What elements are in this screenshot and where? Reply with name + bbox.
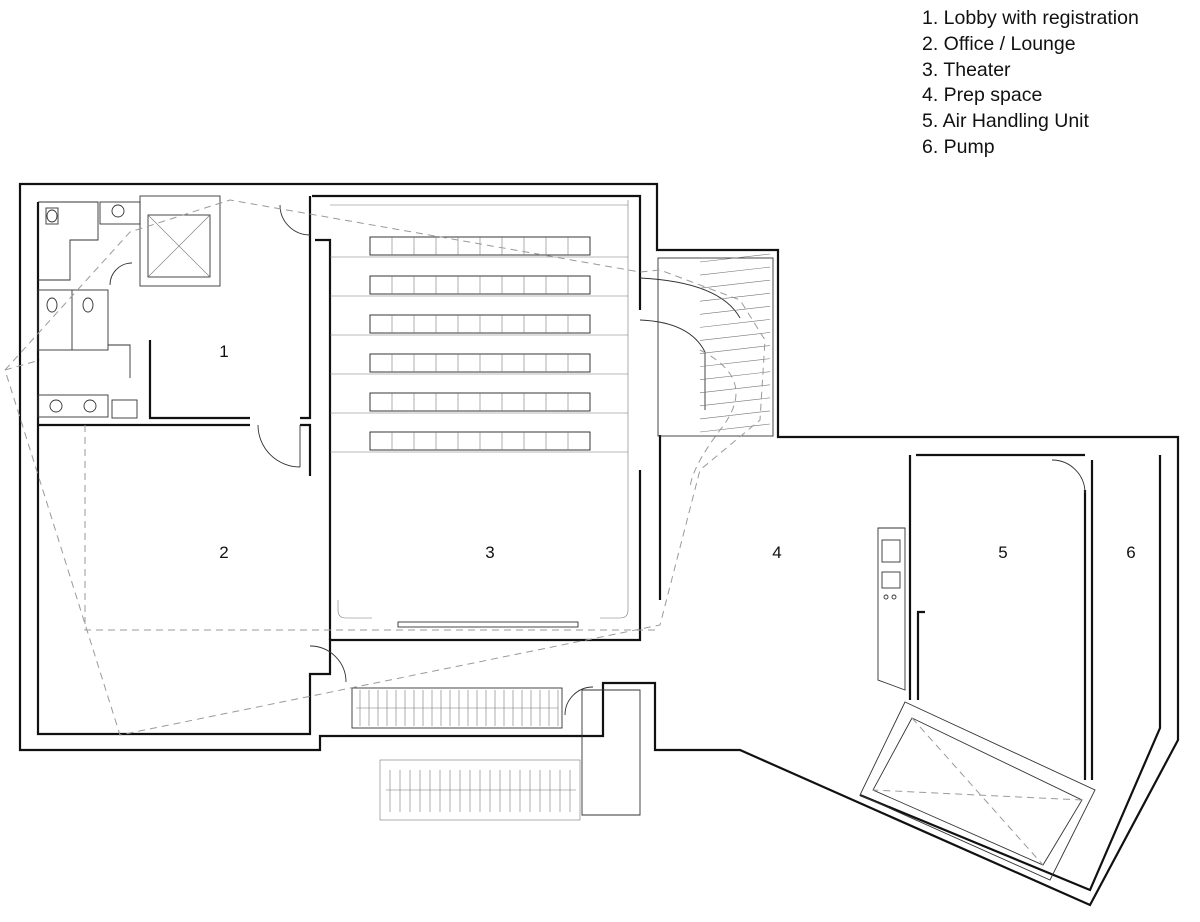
legend-item-prep-space: 4. Prep space <box>922 84 1043 107</box>
legend-item-theater: 3. Theater <box>922 58 1011 81</box>
room-label-4: 4 <box>772 543 781 562</box>
prep-counter <box>877 527 906 691</box>
legend-item-pump: 6. Pump <box>922 135 995 158</box>
theater-outline <box>330 200 629 628</box>
legend-item-office-lounge: 2. Office / Lounge <box>922 32 1076 55</box>
legend-item-lobby: 1. Lobby with registration <box>922 7 1139 29</box>
legend: 1. Lobby with registration 2. Office / L… <box>922 6 1139 161</box>
doors <box>257 204 1086 716</box>
room-label-6: 6 <box>1126 543 1135 562</box>
theater-seating <box>330 236 628 453</box>
straight-stairs <box>351 687 641 821</box>
skylight-shaft <box>859 701 1096 881</box>
curved-staircase <box>639 253 774 491</box>
room-label-2: 2 <box>219 543 228 562</box>
room-label-1: 1 <box>219 342 228 361</box>
room-label-5: 5 <box>998 543 1007 562</box>
legend-item-air-handling-unit: 5. Air Handling Unit <box>922 110 1089 133</box>
restroom-block <box>37 195 221 419</box>
interior-walls <box>38 194 1094 780</box>
room-label-3: 3 <box>485 543 494 562</box>
room-labels: 1 2 3 4 5 6 <box>219 342 1135 562</box>
overhead-outline-dashed <box>4 199 766 736</box>
